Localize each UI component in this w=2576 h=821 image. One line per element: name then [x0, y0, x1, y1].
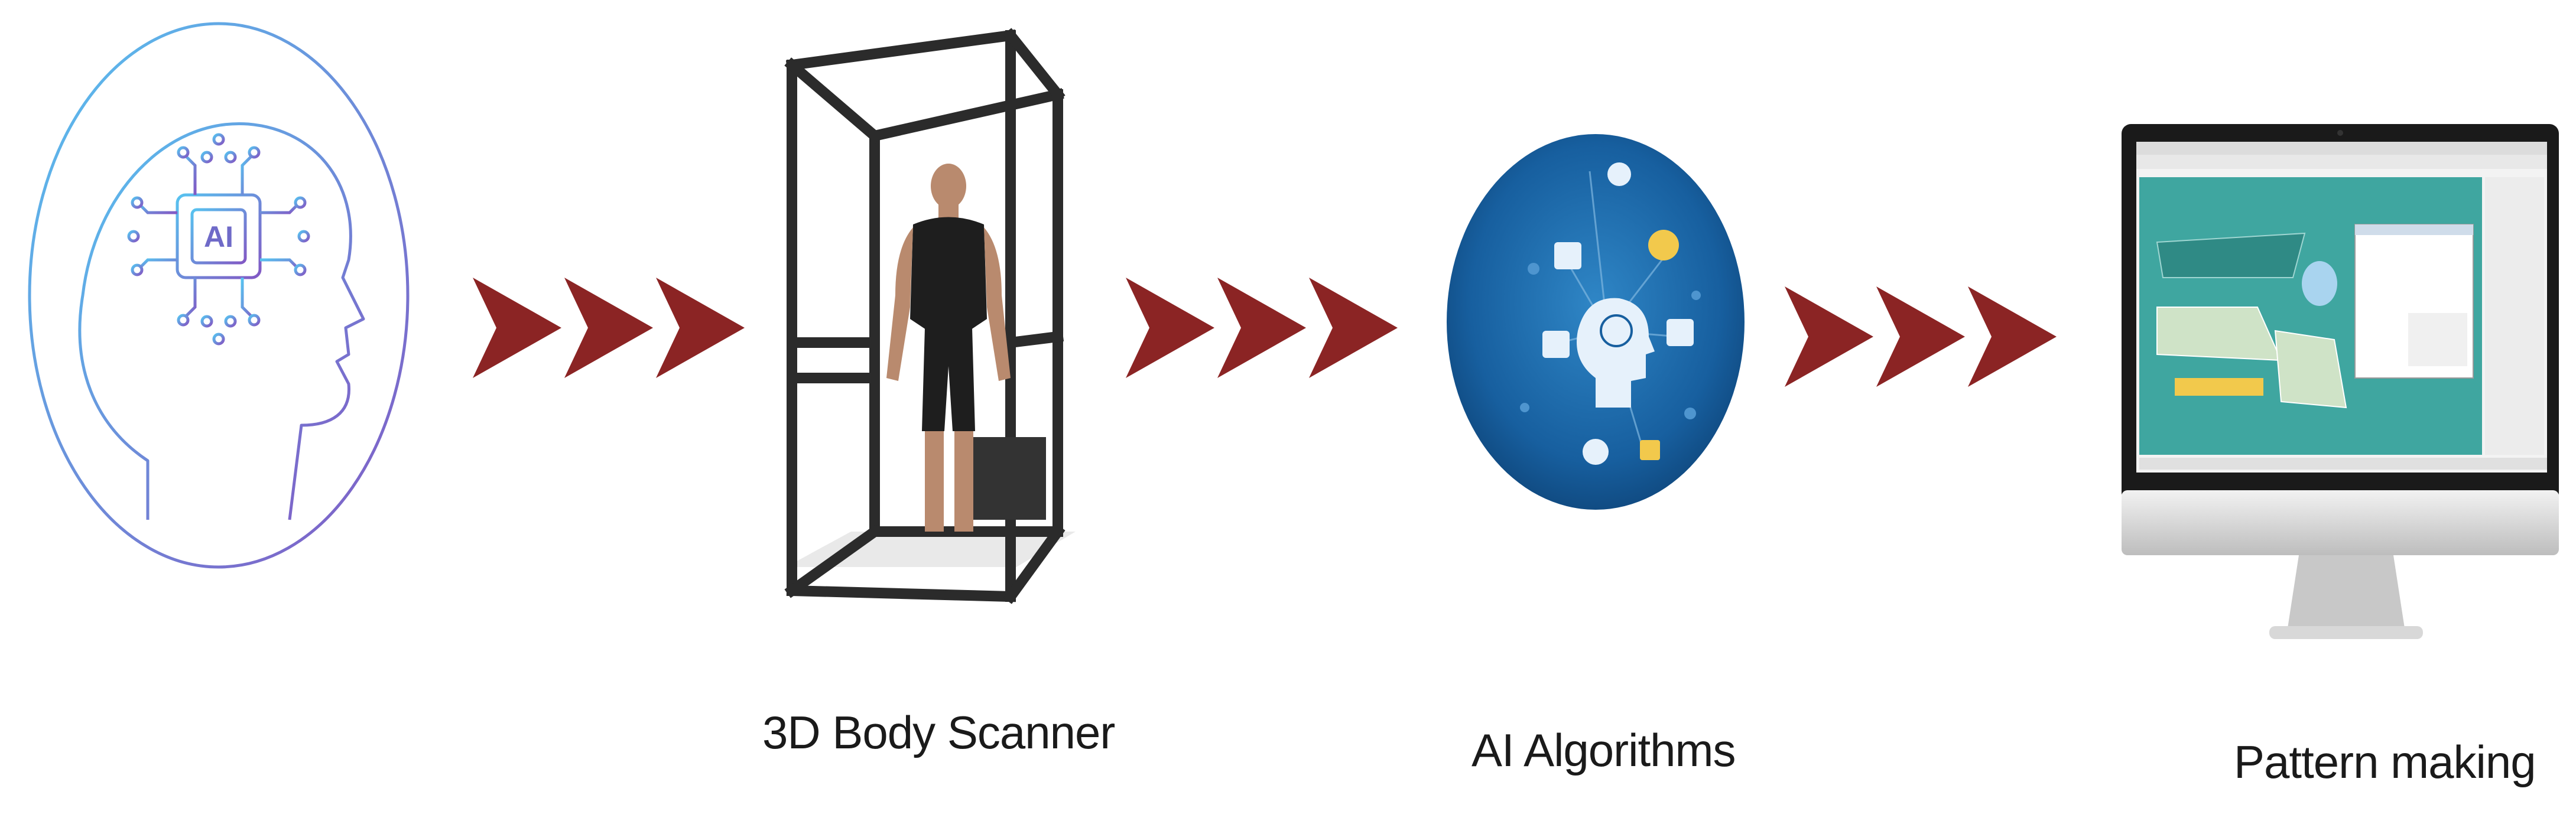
chevron-arrow-icon	[564, 278, 653, 378]
chevron-arrow-icon	[1876, 286, 1965, 387]
node-icon	[1583, 439, 1609, 465]
body-scanner-booth-icon	[784, 28, 1076, 604]
node-icon	[1667, 319, 1694, 346]
ai-chip-label: AI	[204, 220, 233, 253]
chevron-arrow-icon	[473, 278, 561, 378]
step-label-pattern-making: Pattern making	[2234, 736, 2536, 788]
arrow-group-2	[1126, 278, 1398, 378]
chevron-arrow-icon	[1785, 286, 1873, 387]
node-icon	[1554, 242, 1581, 269]
chevron-arrow-icon	[656, 278, 745, 378]
step-label-body-scanner: 3D Body Scanner	[762, 706, 1115, 758]
ai-head-circuit-icon: AI	[28, 22, 410, 569]
person-figure	[886, 164, 1011, 532]
chevron-arrow-icon	[1126, 278, 1214, 378]
node-icon	[1648, 230, 1679, 260]
node-icon	[1542, 331, 1570, 358]
chevron-arrow-icon	[1968, 286, 2057, 387]
step-label-ai-algorithms: AI Algorithms	[1471, 724, 1736, 776]
ai-network-globe-icon	[1447, 134, 1745, 510]
chevron-arrow-icon	[1217, 278, 1306, 378]
node-icon	[1607, 162, 1631, 186]
arrow-group-3	[1785, 286, 2057, 387]
node-icon	[1640, 440, 1660, 460]
arrow-group-1	[473, 278, 745, 378]
computer-monitor-pattern-icon	[2122, 124, 2559, 639]
chevron-arrow-icon	[1309, 278, 1398, 378]
